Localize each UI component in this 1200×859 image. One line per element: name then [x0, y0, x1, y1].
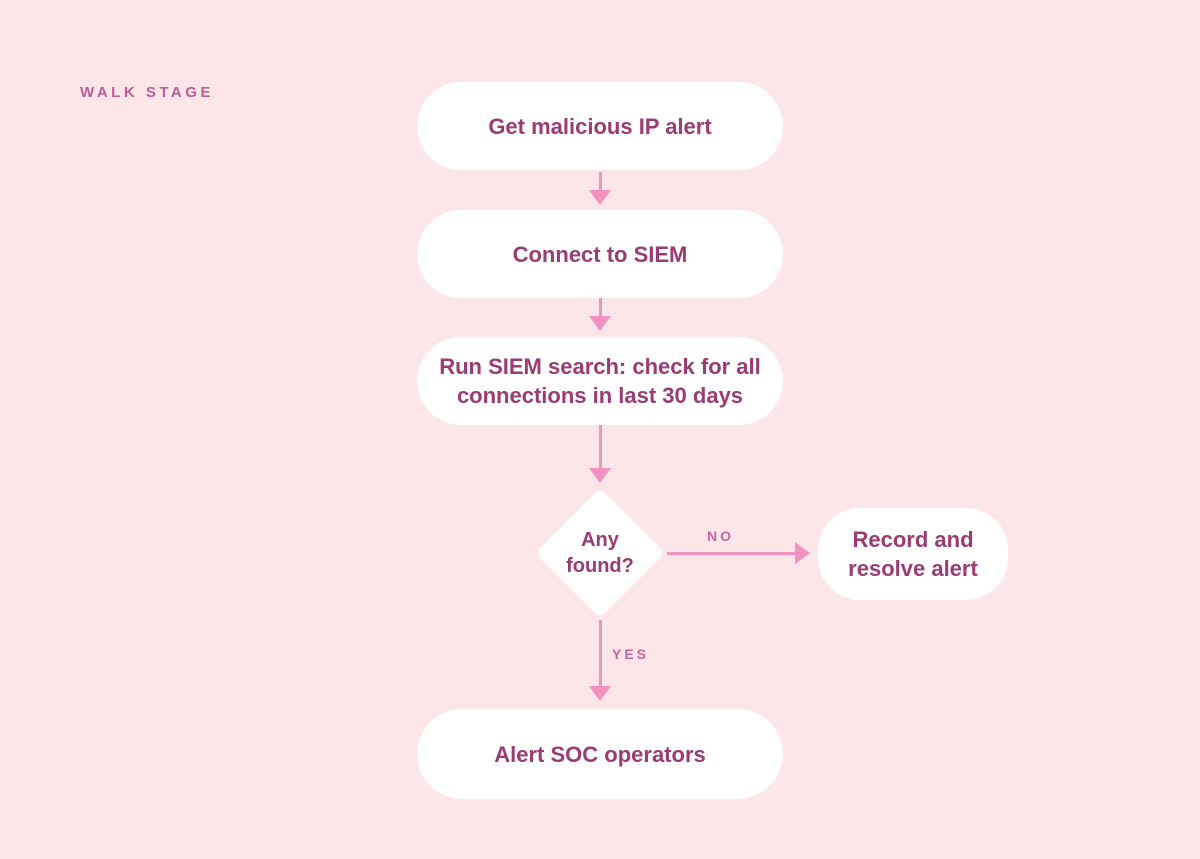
arrowhead-right [795, 542, 810, 564]
node-label-line2: connections in last 30 days [456, 383, 744, 408]
stage-title: WALK STAGE [80, 84, 214, 101]
node-label: Alert SOC operators [494, 741, 706, 767]
node-label-line1: Record and [852, 527, 974, 552]
arrow-stem [667, 551, 797, 555]
arrowhead-down [589, 316, 611, 331]
decision-label-line2: found? [566, 555, 634, 577]
node-decision-any-found: Any found? [534, 487, 666, 619]
branch-label-no: NO [707, 528, 734, 544]
node-record-and-resolve-alert: Record and resolve alert [818, 508, 1008, 600]
arrow-stem [598, 172, 602, 192]
arrowhead-down [589, 468, 611, 483]
arrow-stem [598, 298, 602, 318]
arrow-stem [598, 620, 602, 688]
decision-label-line1: Any [581, 529, 619, 551]
branch-label-yes: YES [612, 646, 650, 662]
arrowhead-down [589, 686, 611, 701]
node-label-line1: Run SIEM search: check for all [439, 354, 761, 379]
decision-label: Any found? [535, 488, 665, 618]
node-label: Get malicious IP alert [488, 113, 712, 139]
arrowhead-down [589, 190, 611, 205]
node-connect-to-siem: Connect to SIEM [417, 210, 783, 298]
node-get-malicious-ip-alert: Get malicious IP alert [417, 82, 783, 170]
node-run-siem-search: Run SIEM search: check for all connectio… [417, 337, 783, 425]
node-alert-soc-operators: Alert SOC operators [417, 709, 783, 799]
node-label: Connect to SIEM [512, 241, 688, 267]
node-label-line2: resolve alert [848, 556, 978, 581]
arrow-stem [598, 425, 602, 470]
